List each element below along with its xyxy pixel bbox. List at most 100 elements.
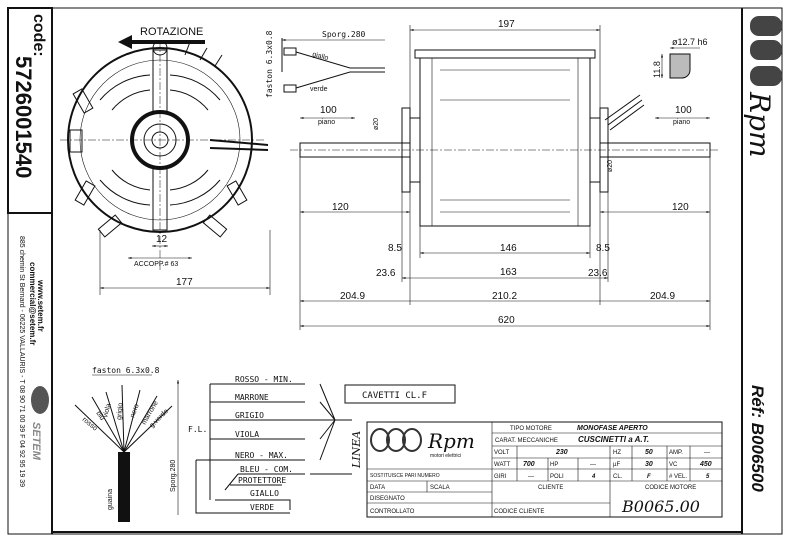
poli-value: 4 [591,474,596,480]
fl-label: F.L. [188,425,207,434]
cliente-label: CLIENTE [538,485,563,491]
hp-value: — [590,462,596,468]
lead-length: Sporg.280 [322,30,366,39]
lead-wire-2: verde [310,86,328,93]
tipo-motore-label: TIPO MOTORE [510,426,552,432]
cl-label: CL. [613,474,623,480]
uf-value: 30 [645,461,653,468]
wiring-diagram: faston 6.3x0.8 rosso blu viola grigio ne… [74,366,456,522]
coupling-label: ACCOPP.# 63 [134,261,178,268]
piano-left: piano [318,119,335,126]
lead-labels: rosso blu viola grigio nero marrone g.ve… [81,400,170,433]
reference-number: Réf: B006500 [748,385,767,492]
lead-label: blu [94,410,105,422]
volt-value: 230 [555,449,568,456]
title-logo-sub: motori elettrici [430,453,461,459]
lead-faston: faston 6.3x0.8 [265,30,274,98]
website: www.setem.fr [36,279,45,332]
dim-197: 197 [498,19,515,30]
lead-label: grigio [116,402,124,420]
diameter-right: ø20 [607,160,614,172]
sheath-label: guaina [107,489,114,510]
rpm-coil-logo [750,16,782,86]
dim-8-5-right: 8.5 [596,243,610,254]
vel-label: # VEL. [669,474,687,480]
wire-protettore: PROTETTORE [238,476,286,485]
volt-label: VOLT [494,450,510,456]
code-label: code: [30,14,47,57]
code-value: 5726001540 [11,56,36,178]
carat-value: CUSCINETTI a A.T. [578,435,649,444]
wire-marrone: MARRONE [235,393,269,402]
rotation-arrow-icon [118,35,205,49]
wire-rosso-min: ROSSO - MIN. [235,375,293,384]
dim-23-6-right: 23.6 [588,268,608,279]
vel-value: 5 [706,474,710,480]
title-logo-coils [370,428,422,452]
rotation-label: ROTAZIONE [140,26,203,38]
codice-motore-value: B0065.00 [621,497,700,516]
sostituisce-label: SOSTITUISCE PARI NUMERO [370,473,440,479]
tipo-motore-value: MONOFASE APERTO [577,425,648,432]
hz-label: HZ [613,450,621,456]
lead-label: nero [129,403,140,419]
amp-label: AMP. [669,450,683,456]
email: commercial@setem.fr [28,262,37,345]
lead-label: viola [102,403,113,419]
dim-620: 620 [498,315,515,326]
codice-motore-label: CODICE MOTORE [645,485,696,491]
hz-value: 50 [645,449,653,456]
cl-value: F [647,474,651,480]
dim-210-2: 210.2 [492,291,517,302]
title-logo: Rpm [427,429,475,453]
svg-text:SETEM: SETEM [30,422,42,461]
wire-grigio: GRIGIO [235,411,264,420]
watt-value: 700 [523,461,535,468]
shaft-diameter: ø12.7 h6 [672,37,708,47]
shaft-flat: 11.8 [652,61,662,78]
piano-length-right: 100 [675,105,692,116]
dim-146: 146 [500,243,517,254]
scala-label: SCALA [430,485,450,491]
watt-label: WATT [494,462,511,468]
cable-class: CAVETTI CL.F [362,391,427,401]
right-strip: Rpm Réf: B006500 [743,16,782,492]
controllato-label: CONTROLLATO [370,509,415,515]
wire-bleu-com: BLEU - COM. [240,465,293,474]
shaft-right-length: 120 [672,202,689,213]
top-leads: Sporg.280 faston 6.3x0.8 giallo verde [265,30,385,98]
dim-163: 163 [500,267,517,278]
shaft-left-length: 120 [332,202,349,213]
lead-label: rosso [81,416,99,432]
left-strip: code: 5726001540 www.setem.fr commercial… [11,14,49,487]
shaft-section: ø12.7 h6 11.8 [652,37,708,79]
piano-right: piano [673,119,690,126]
amp-value: — [704,450,710,456]
setem-logo: SETEM [30,386,49,461]
dim-204-9-left: 204.9 [340,291,365,302]
linea-label: LINEA [350,431,363,469]
dim-204-9-right: 204.9 [650,291,675,302]
diameter-left: ø20 [373,118,380,130]
title-block: Rpm motori elettrici TIPO MOTORE MONOFAS… [366,421,723,518]
wire-giallo: GIALLO [250,489,279,498]
giri-value: — [528,474,534,480]
dim-23-6-left: 23.6 [376,268,396,279]
data-label: DATA [370,485,385,491]
dim-177: 177 [176,277,193,288]
drawing-frame [7,7,783,535]
disegnato-label: DISEGNATO [370,496,405,502]
rpm-logo-text: Rpm [743,91,776,158]
wire-verde: VERDE [250,503,274,512]
carat-label: CARAT. MECCANICHE [495,438,558,444]
poli-label: POLI [550,474,564,480]
wire-nero-max: NERO - MAX. [235,451,288,460]
hp-label: HP [550,462,558,468]
wiring-length: Sporg.280 [170,460,177,492]
dim-12: 12 [156,234,168,245]
lead-wire-1: giallo [311,51,329,62]
wiring-faston: faston 6.3x0.8 [92,366,160,375]
side-view: 197 100 piano 100 piano ø20 ø20 120 120 … [290,19,720,330]
wire-viola: VIOLA [235,430,259,439]
